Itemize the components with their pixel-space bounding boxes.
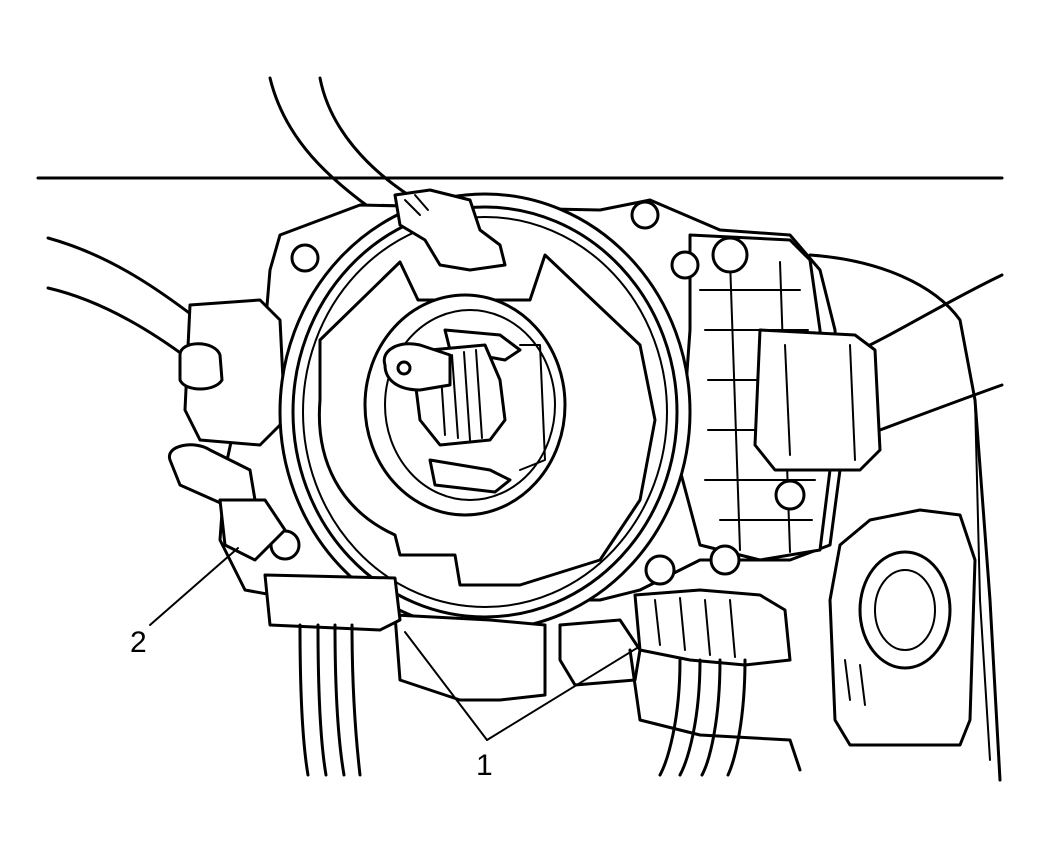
hub-clip-bottom bbox=[428, 458, 512, 494]
left-harness-wires bbox=[298, 623, 362, 777]
left-wire-upper bbox=[46, 236, 207, 327]
screw-upper-right bbox=[670, 250, 700, 280]
clock-spring-rim-inner bbox=[302, 216, 668, 608]
screw-bottom-right-2 bbox=[709, 544, 741, 576]
ignition-lock-outer bbox=[858, 550, 952, 670]
clock-spring-rim bbox=[291, 205, 679, 619]
right-harness-connector bbox=[633, 588, 792, 667]
callout-label-2: 2 bbox=[130, 626, 147, 659]
right-connector-ribs bbox=[654, 597, 736, 658]
shaft-end bbox=[382, 342, 452, 392]
screw-bottom-right bbox=[644, 554, 676, 586]
screw-upper-bracket bbox=[711, 236, 749, 274]
right-housing-edge bbox=[808, 253, 1002, 782]
callout-label-1: 1 bbox=[476, 749, 493, 782]
leader-line-1-left bbox=[404, 631, 488, 741]
left-connector bbox=[183, 298, 287, 447]
top-connector bbox=[393, 188, 507, 272]
left-connector-plug bbox=[178, 342, 224, 391]
hub-clip-side bbox=[519, 344, 546, 471]
harness-hose-right-edge bbox=[318, 76, 412, 198]
hub-ring-inner bbox=[384, 309, 556, 501]
lower-connector-left bbox=[393, 613, 547, 702]
lower-housing-edge bbox=[628, 648, 802, 772]
left-wire-lower bbox=[46, 286, 192, 362]
right-stalk-upper bbox=[868, 273, 1004, 347]
left-harness-connector bbox=[263, 573, 402, 632]
ignition-housing bbox=[828, 508, 977, 747]
shaft-splines bbox=[439, 349, 483, 441]
switch-block bbox=[753, 328, 882, 472]
leader-line-2 bbox=[149, 547, 239, 626]
top-connector-ribs bbox=[404, 194, 429, 216]
right-housing-inner-edge bbox=[974, 399, 991, 761]
harness-hose-left-edge bbox=[268, 76, 382, 217]
screw-right-lower bbox=[774, 479, 806, 511]
screw-upper-left bbox=[290, 243, 320, 273]
ignition-lock-inner bbox=[874, 569, 936, 651]
right-stalk-lower bbox=[878, 383, 1004, 432]
right-harness-wires bbox=[658, 658, 747, 777]
leader-line-1-right bbox=[486, 647, 638, 741]
switch-block-detail bbox=[784, 344, 856, 461]
locking-tab-base bbox=[218, 498, 287, 562]
ignition-housing-detail bbox=[844, 659, 866, 706]
shaft-end-hole bbox=[396, 360, 412, 376]
screw-top-right bbox=[630, 200, 660, 230]
